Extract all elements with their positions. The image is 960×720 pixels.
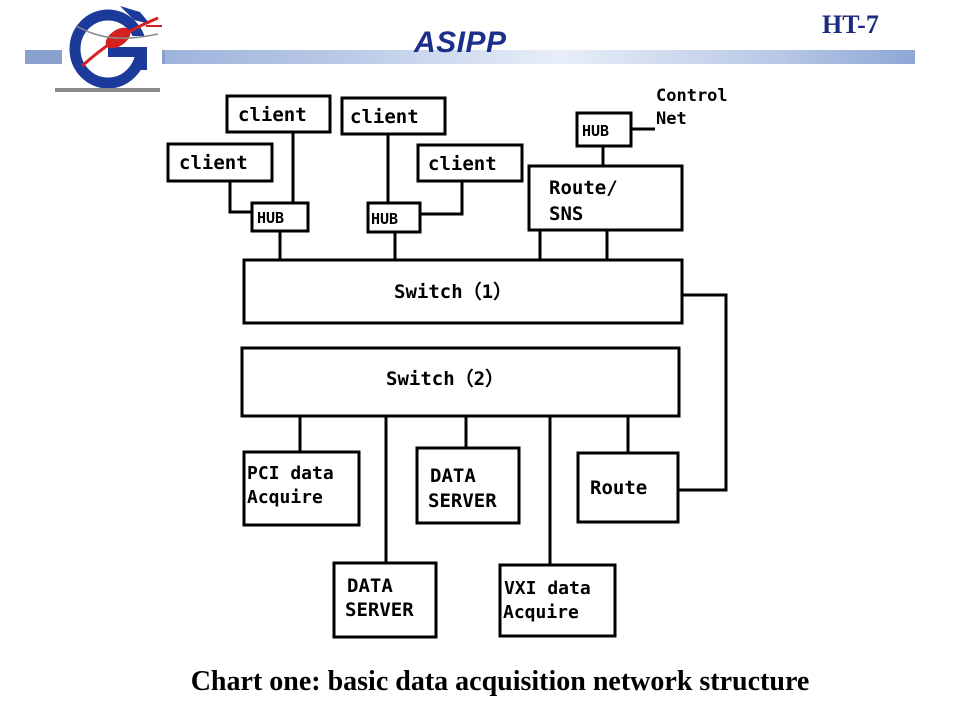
client-box-middle: [416, 143, 524, 183]
client-box-top-middle: [340, 96, 447, 136]
vxi-acquire-box: [498, 563, 617, 638]
route-sns-label: SNS: [549, 203, 583, 225]
switch-1-box: [242, 258, 684, 325]
org-title: ASIPP: [414, 26, 507, 59]
hub-box-middle: [366, 201, 422, 234]
asipp-logo-icon: [62, 4, 162, 92]
hub-box-left: [250, 201, 310, 233]
data-server-box-upper: [415, 446, 521, 525]
vxi-acquire-label: VXI data: [504, 578, 591, 599]
control-net-label: Control: [656, 86, 728, 106]
data-server-label: DATA: [430, 465, 476, 487]
client-box-top-left: [225, 94, 332, 134]
client-label: client: [428, 153, 497, 175]
connector-lines: [228, 127, 728, 565]
data-server-label: DATA: [347, 575, 393, 597]
pci-acquire-label: Acquire: [247, 487, 323, 508]
hub-label: HUB: [582, 122, 609, 140]
logo-underline: [55, 88, 160, 92]
data-server-box-lower: [332, 561, 438, 639]
figure-caption: Chart one: basic data acquisition networ…: [190, 666, 810, 697]
pci-acquire-label: PCI data: [247, 463, 334, 484]
client-label: client: [179, 152, 248, 174]
data-server-label: SERVER: [345, 599, 414, 621]
switch-1-label: Switch（1）: [394, 280, 512, 303]
switch-2-box: [240, 346, 681, 418]
switch-2-label: Switch（2）: [386, 367, 504, 390]
header-bar: [25, 50, 915, 64]
route-label: Route: [590, 477, 647, 499]
hub-label: HUB: [371, 210, 398, 228]
client-label: client: [238, 104, 307, 126]
route-sns-label: Route/: [549, 177, 618, 199]
route-box: [576, 451, 680, 524]
hub-box-control-net: [575, 111, 633, 148]
vxi-acquire-label: Acquire: [503, 602, 579, 623]
client-box-left: [166, 142, 274, 183]
project-code: HT-7: [822, 10, 879, 39]
data-server-label: SERVER: [428, 490, 497, 512]
pci-acquire-box: [242, 450, 361, 527]
control-net-label: Net: [656, 109, 687, 129]
hub-label: HUB: [257, 209, 284, 227]
route-sns-box: [527, 164, 684, 232]
client-label: client: [350, 106, 419, 128]
